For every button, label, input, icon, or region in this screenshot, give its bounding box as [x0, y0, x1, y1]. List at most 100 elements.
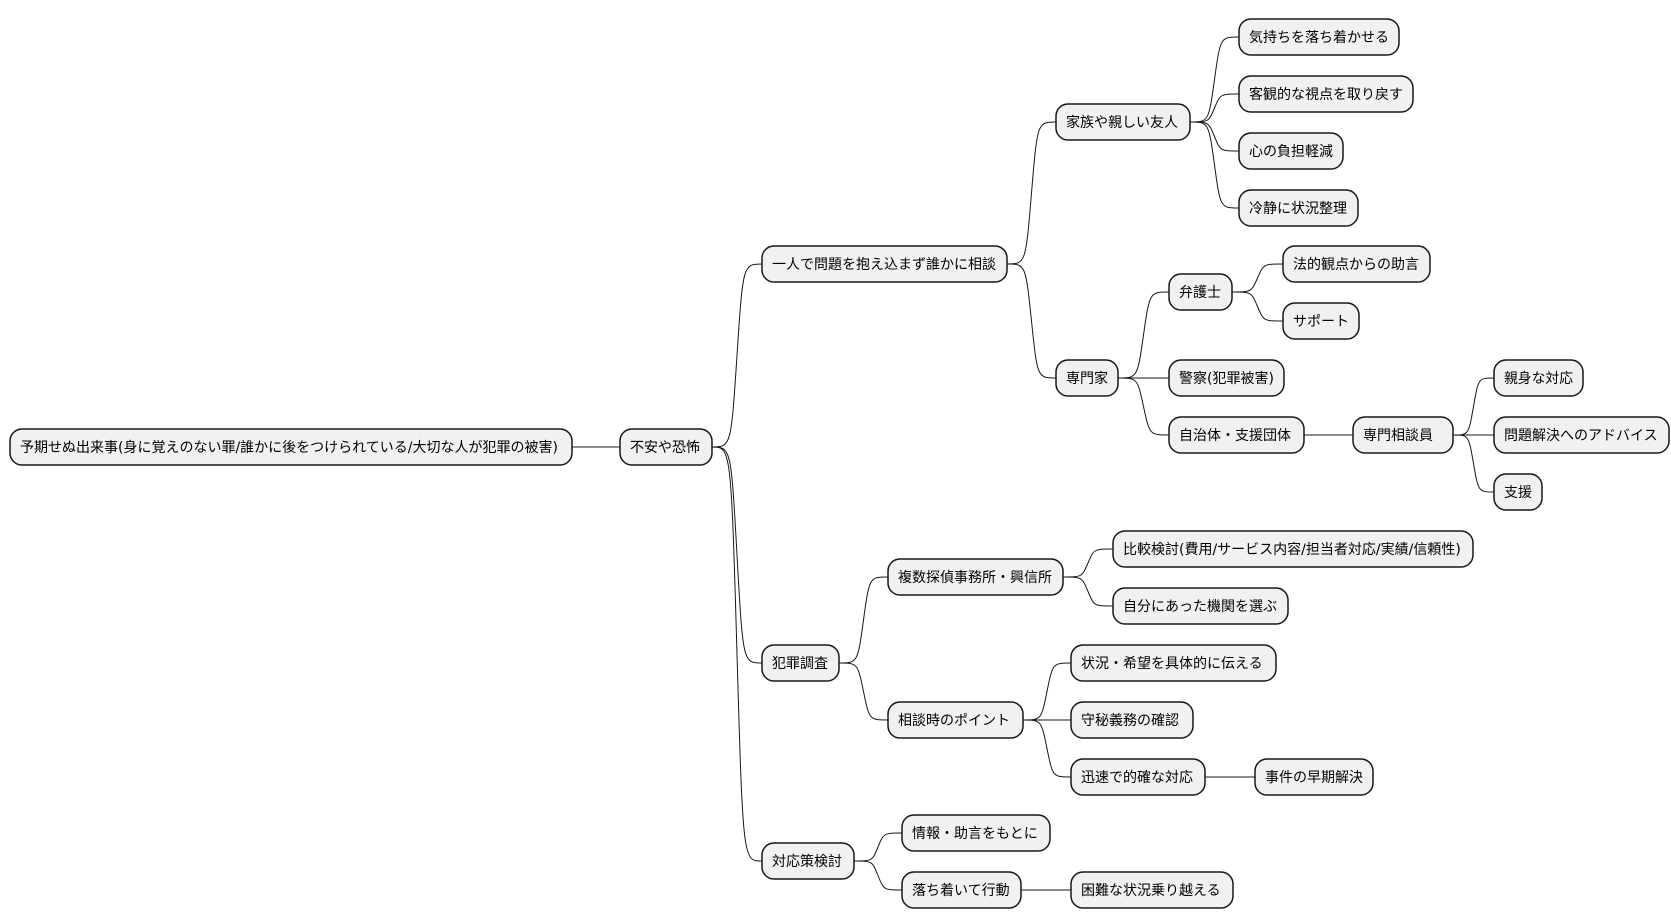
mindmap-node-label: 複数探偵事務所・興信所 [898, 569, 1052, 586]
mindmap-edge [1189, 36, 1240, 123]
mindmap-node-label: 冷静に状況整理 [1249, 201, 1347, 217]
mindmap-node-n22: 相談時のポイント [887, 701, 1024, 739]
mindmap-edge [711, 446, 763, 862]
mindmap-edge [711, 263, 763, 448]
mindmap-node-box [1070, 701, 1194, 739]
mindmap-node-n7: 冷静に状況整理 [1238, 189, 1359, 227]
mindmap-node-n8: 専門家 [1055, 359, 1119, 397]
mindmap-node-n24: 守秘義務の確認 [1070, 701, 1194, 739]
mindmap-edge [1452, 377, 1495, 436]
mindmap-node-n18: 犯罪調査 [761, 644, 840, 682]
mindmap-node-box [1070, 644, 1277, 682]
mindmap-edge [1022, 719, 1072, 778]
mindmap-node-n26: 事件の早期解決 [1254, 758, 1374, 796]
mindmap-node-n30: 困難な状況乗り越える [1070, 871, 1234, 909]
mindmap-node-n17: 支援 [1493, 473, 1543, 511]
mindmap-edge [853, 860, 903, 891]
mindmap-node-n23: 状況・希望を具体的に伝える [1070, 644, 1277, 682]
mindmap-edge [1189, 121, 1240, 152]
mindmap-edge [711, 446, 763, 664]
mindmap-node-n5: 客観的な視点を取り戻す [1238, 75, 1414, 113]
mindmap-node-n16: 問題解決へのアドバイス [1493, 416, 1670, 454]
mindmap-node-n19: 複数探偵事務所・興信所 [887, 558, 1064, 596]
mindmap-node-box [887, 558, 1064, 596]
mindmap-node-label: 情報・助言をもとに [912, 826, 1038, 842]
mindmap-node-n3: 家族や親しい友人 [1055, 103, 1191, 141]
mindmap-node-box [1238, 132, 1344, 170]
mindmap-node-box [619, 428, 713, 466]
mindmap-node-label: 相談時のポイント [898, 713, 1010, 729]
mindmap-node-label: 自分にあった機関を選ぶ [1123, 599, 1277, 615]
mindmap-node-label: 自治体・支援団体 [1179, 428, 1291, 444]
mindmap-edge [1452, 434, 1495, 493]
mindmap-node-box [1070, 758, 1206, 796]
mindmap-node-box [1493, 359, 1584, 397]
mindmap-edge [1006, 263, 1057, 379]
mindmap-node-label: 状況・希望を具体的に伝える [1081, 656, 1263, 672]
mindmap-node-box [761, 842, 855, 880]
mindmap-node-label: 比較検討(費用/サービス内容/担当者対応/実績/信頼性) [1123, 541, 1461, 558]
mindmap-node-n12: 警察(犯罪被害) [1168, 359, 1285, 397]
mindmap-node-label: 専門家 [1066, 370, 1108, 387]
mindmap-node-n21: 自分にあった機関を選ぶ [1112, 587, 1289, 625]
mindmap-edge [1062, 576, 1114, 607]
mindmap-node-label: 不安や恐怖 [630, 439, 700, 456]
mindmap-edge [1062, 548, 1114, 578]
mindmap-node-label: 親身な対応 [1504, 371, 1573, 387]
mindmap-node-label: 守秘義務の確認 [1081, 712, 1179, 729]
mindmap-node-n13: 自治体・支援団体 [1168, 416, 1305, 454]
mindmap-node-label: 支援 [1504, 485, 1532, 501]
mindmap-node-box [1112, 530, 1474, 568]
mindmap-node-label: 犯罪調査 [772, 656, 828, 672]
mindmap-node-label: 対応策検討 [772, 853, 842, 870]
mindmap-node-root: 予期せぬ出来事(身に覚えのない罪/誰かに後をつけられている/大切な人が犯罪の被害… [9, 428, 573, 466]
mindmap-node-box [1055, 359, 1119, 397]
mindmap-node-box [1352, 416, 1454, 454]
mindmap-node-label: 客観的な視点を取り戻す [1249, 86, 1403, 103]
mindmap-edge [1117, 377, 1170, 436]
mindmap-node-n27: 対応策検討 [761, 842, 855, 880]
mindmap-nodes: 予期せぬ出来事(身に覚えのない罪/誰かに後をつけられている/大切な人が犯罪の被害… [9, 18, 1670, 909]
mindmap-edge [1231, 291, 1284, 322]
mindmap-node-label: 心の負担軽減 [1249, 143, 1333, 160]
mindmap-node-label: 落ち着いて行動 [912, 883, 1010, 899]
mindmap-node-n1: 不安や恐怖 [619, 428, 713, 466]
mindmap-node-box [1055, 103, 1191, 141]
mindmap-node-box [1282, 302, 1360, 340]
mindmap-node-box [1070, 871, 1234, 909]
mindmap-node-n20: 比較検討(費用/サービス内容/担当者対応/実績/信頼性) [1112, 530, 1474, 568]
mindmap-node-box [761, 245, 1008, 283]
mindmap-node-label: 警察(犯罪被害) [1179, 370, 1274, 387]
mindmap-node-box [1493, 416, 1670, 454]
mindmap-node-box [901, 814, 1051, 852]
mindmap-node-n15: 親身な対応 [1493, 359, 1584, 397]
mindmap-node-n14: 専門相談員 [1352, 416, 1454, 454]
mindmap-edge [1117, 291, 1170, 379]
mindmap-node-n25: 迅速で的確な対応 [1070, 758, 1206, 796]
mindmap-node-box [1238, 189, 1359, 227]
mindmap-node-box [1112, 587, 1289, 625]
mindmap-node-n6: 心の負担軽減 [1238, 132, 1344, 170]
mindmap-node-label: 気持ちを落ち着かせる [1249, 30, 1389, 46]
mindmap-node-n29: 落ち着いて行動 [901, 871, 1022, 909]
mindmap-node-label: 専門相談員 [1363, 428, 1433, 444]
mindmap-edge [1189, 93, 1240, 123]
mindmap-node-label: 予期せぬ出来事(身に覚えのない罪/誰かに後をつけられている/大切な人が犯罪の被害… [20, 440, 558, 456]
mindmap-node-label: 弁護士 [1179, 285, 1221, 301]
mindmap-node-label: 家族や親しい友人 [1066, 114, 1178, 131]
mindmap-node-label: 法的観点からの助言 [1293, 256, 1419, 273]
mindmap-edge [1006, 121, 1057, 265]
mindmap-node-label: 一人で問題を抱え込まず誰かに相談 [772, 257, 996, 273]
mindmap-node-label: 事件の早期解決 [1265, 770, 1363, 786]
mindmap-node-box [1254, 758, 1374, 796]
mindmap-node-n2: 一人で問題を抱え込まず誰かに相談 [761, 245, 1008, 283]
mindmap-node-box [1168, 273, 1233, 311]
mindmap-node-n28: 情報・助言をもとに [901, 814, 1051, 852]
mindmap-node-n10: 法的観点からの助言 [1282, 245, 1431, 283]
mindmap-node-box [1282, 245, 1431, 283]
mindmap-node-n11: サポート [1282, 302, 1360, 340]
mindmap-node-box [901, 871, 1022, 909]
mindmap-node-label: サポート [1293, 314, 1349, 330]
mindmap-node-n9: 弁護士 [1168, 273, 1233, 311]
